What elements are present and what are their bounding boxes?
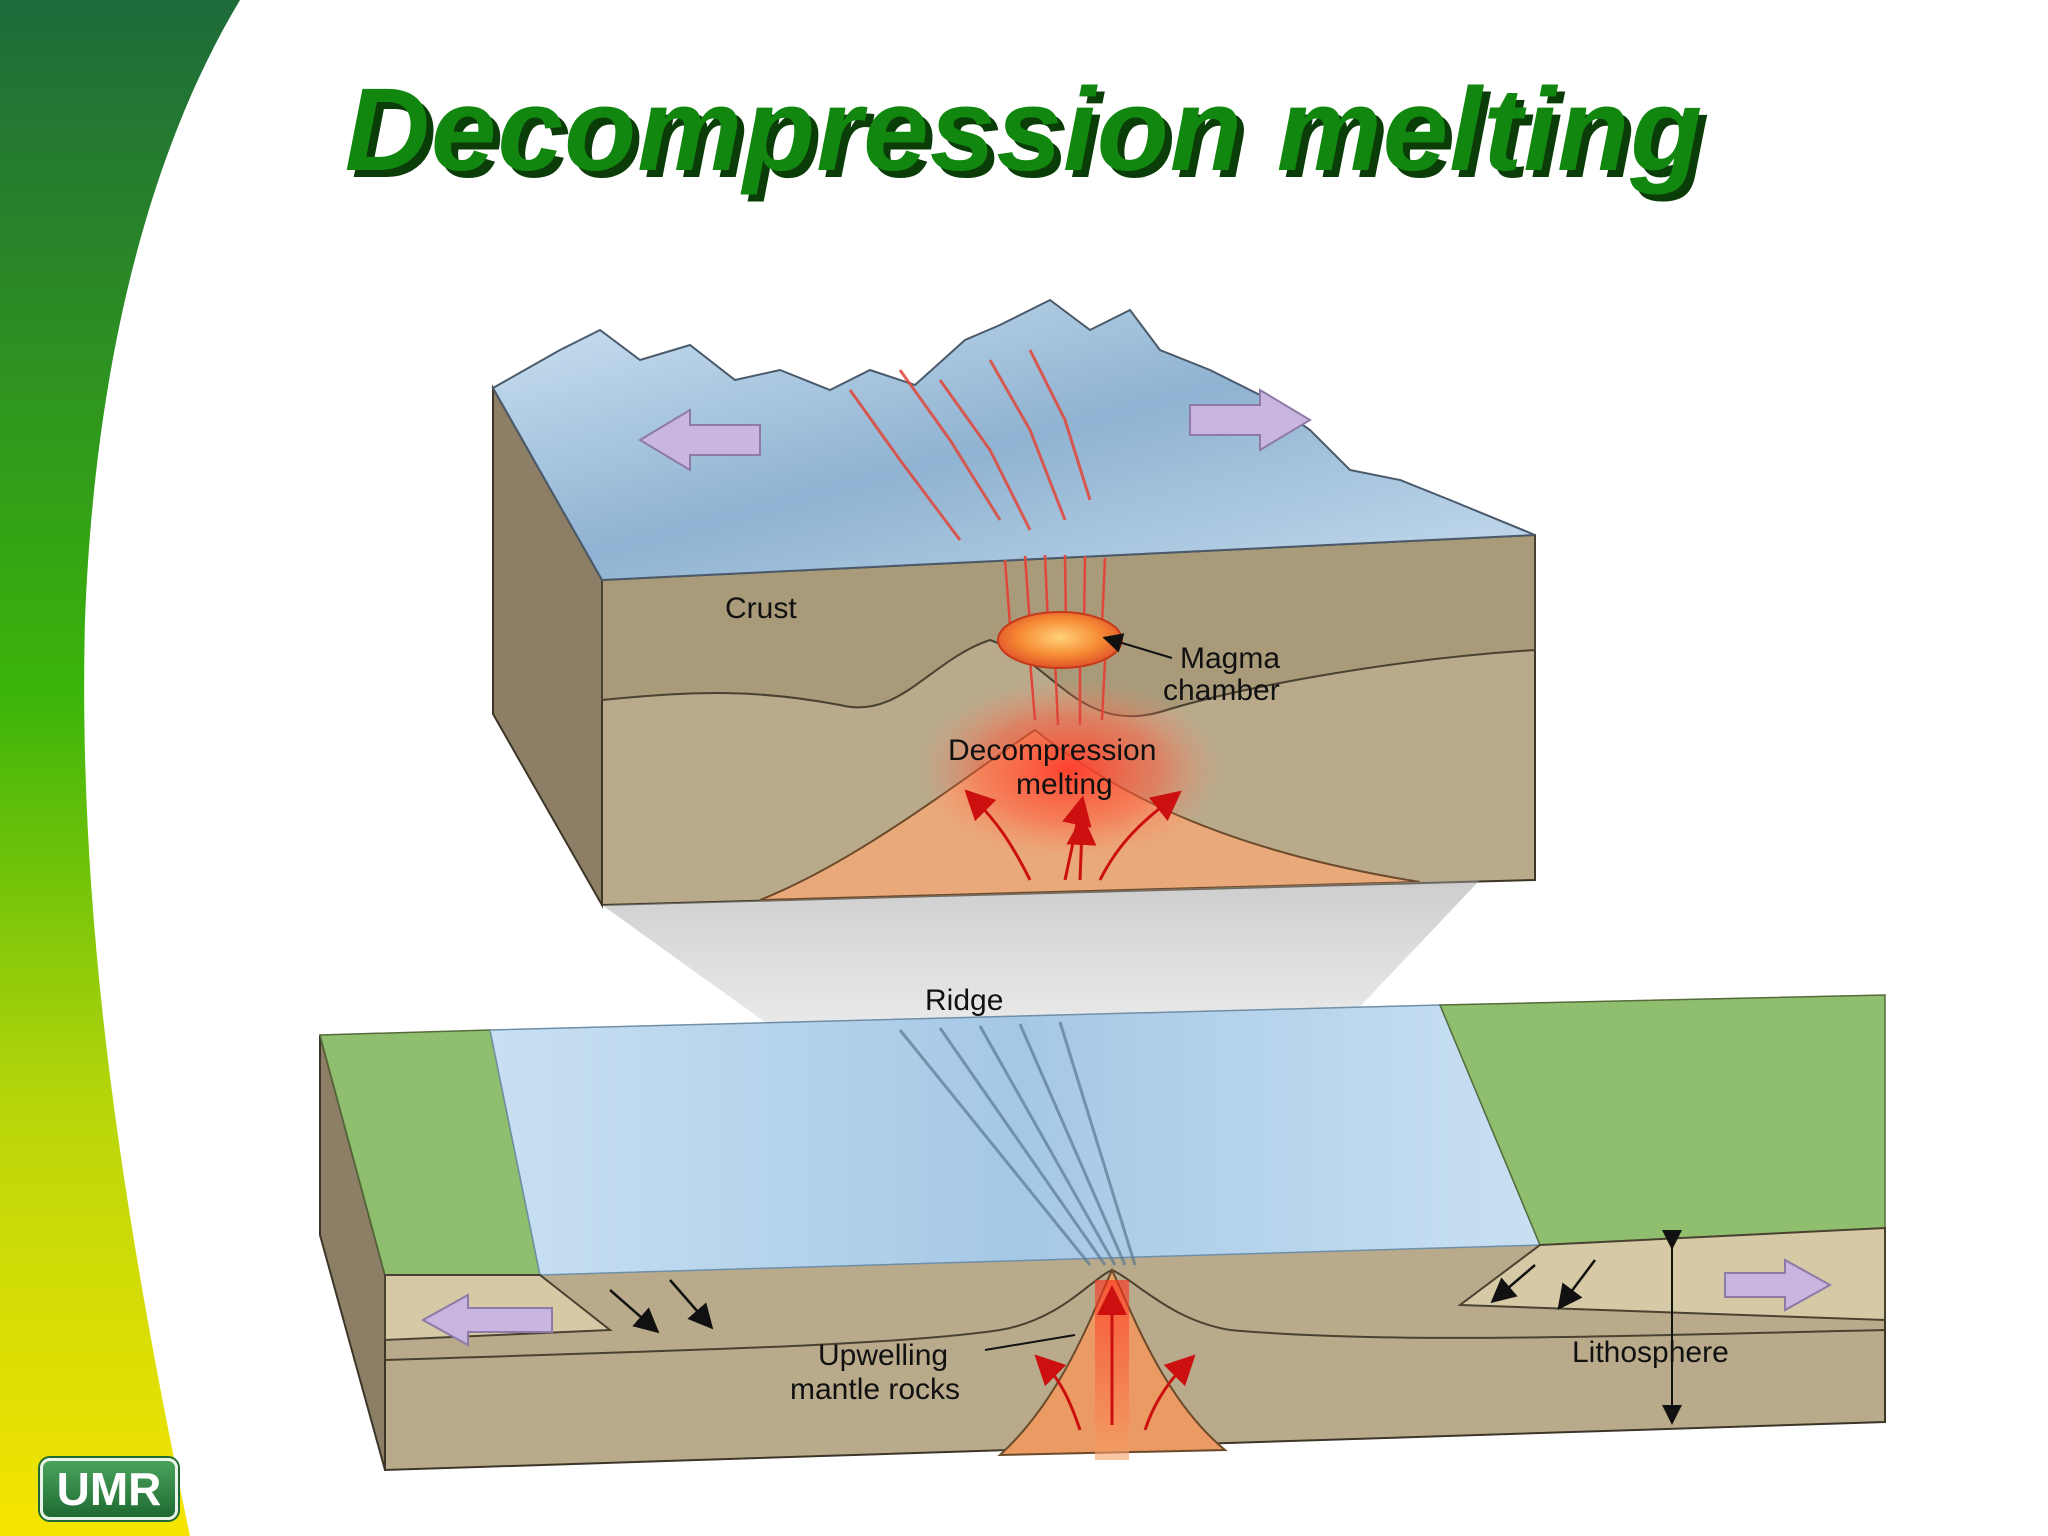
lower-block: Ridge Upwelling mantle rocks Lithosphere: [319, 984, 1886, 1472]
label-crust: Crust: [725, 592, 797, 625]
label-lithosphere: Lithosphere: [1572, 1336, 1729, 1369]
upper-arrow-left: [638, 408, 761, 472]
pointer-magma-chamber: [1102, 633, 1173, 659]
lower-arrow-left: [420, 1293, 553, 1347]
upper-block-surface: [491, 298, 1536, 582]
label-decompression-line2: melting: [1016, 768, 1113, 801]
magma-chamber: [997, 611, 1123, 669]
ridge-streaks: [898, 1021, 1137, 1266]
label-magma-chamber-line2: chamber: [1163, 674, 1280, 707]
upwelling-arrows-lower: [1034, 1285, 1196, 1431]
lower-block-ocean: [489, 1004, 1542, 1276]
lower-arrow-right: [1724, 1258, 1833, 1312]
label-decompression-line1: Decompression: [948, 734, 1156, 767]
fault-arrows: [609, 1259, 1596, 1334]
upper-arrow-right: [1189, 388, 1312, 452]
slide-title: Decompression melting: [344, 64, 1704, 196]
pointer-upwelling: [984, 1334, 1076, 1351]
label-upwelling-line2: mantle rocks: [790, 1373, 960, 1406]
label-magma-chamber-line1: Magma: [1180, 642, 1280, 675]
rift-fissures: [848, 349, 1092, 541]
upper-block: Crust Magma chamber Decompression meltin…: [491, 298, 1536, 909]
umr-logo: UMR: [40, 1458, 178, 1520]
label-upwelling-line1: Upwelling: [818, 1339, 948, 1372]
upwelling-arrows-upper: [964, 789, 1182, 881]
label-ridge: Ridge: [925, 984, 1003, 1017]
